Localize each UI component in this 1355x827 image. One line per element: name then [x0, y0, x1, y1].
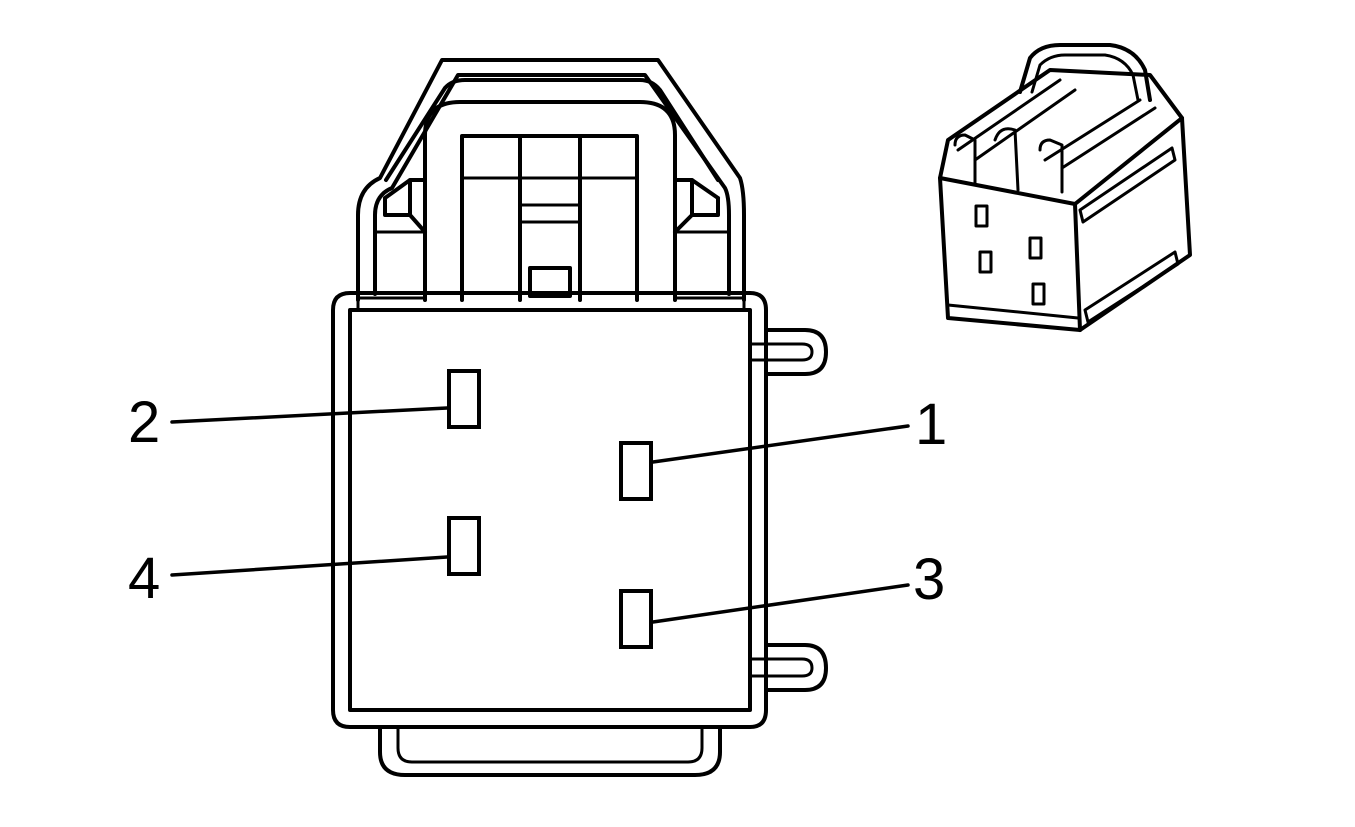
connector-body	[331, 291, 768, 729]
cavity-3	[619, 589, 653, 649]
cavity-2	[447, 369, 481, 429]
leader-line-1	[651, 424, 910, 464]
leader-line-3	[651, 583, 910, 624]
iso-cavity-c	[978, 250, 993, 274]
side-tab-lower	[748, 643, 828, 692]
cavity-1	[619, 441, 653, 501]
connector-isometric-view	[938, 43, 1192, 332]
pin-label-3: 3	[913, 547, 945, 612]
locking-latch	[356, 58, 746, 302]
iso-cavity-a	[974, 204, 989, 228]
connector-face-view: 2 1 4 3	[128, 58, 947, 777]
iso-cavity-d	[1031, 282, 1046, 306]
connector-foot	[378, 725, 722, 777]
iso-cavity-b	[1028, 236, 1043, 260]
side-tab-upper	[748, 328, 828, 376]
pin-label-4: 4	[128, 546, 160, 611]
leader-line-4	[170, 555, 449, 577]
pin-label-1: 1	[915, 392, 947, 457]
cavity-4	[447, 516, 481, 576]
leader-line-2	[170, 406, 449, 424]
pin-label-2: 2	[128, 390, 160, 455]
